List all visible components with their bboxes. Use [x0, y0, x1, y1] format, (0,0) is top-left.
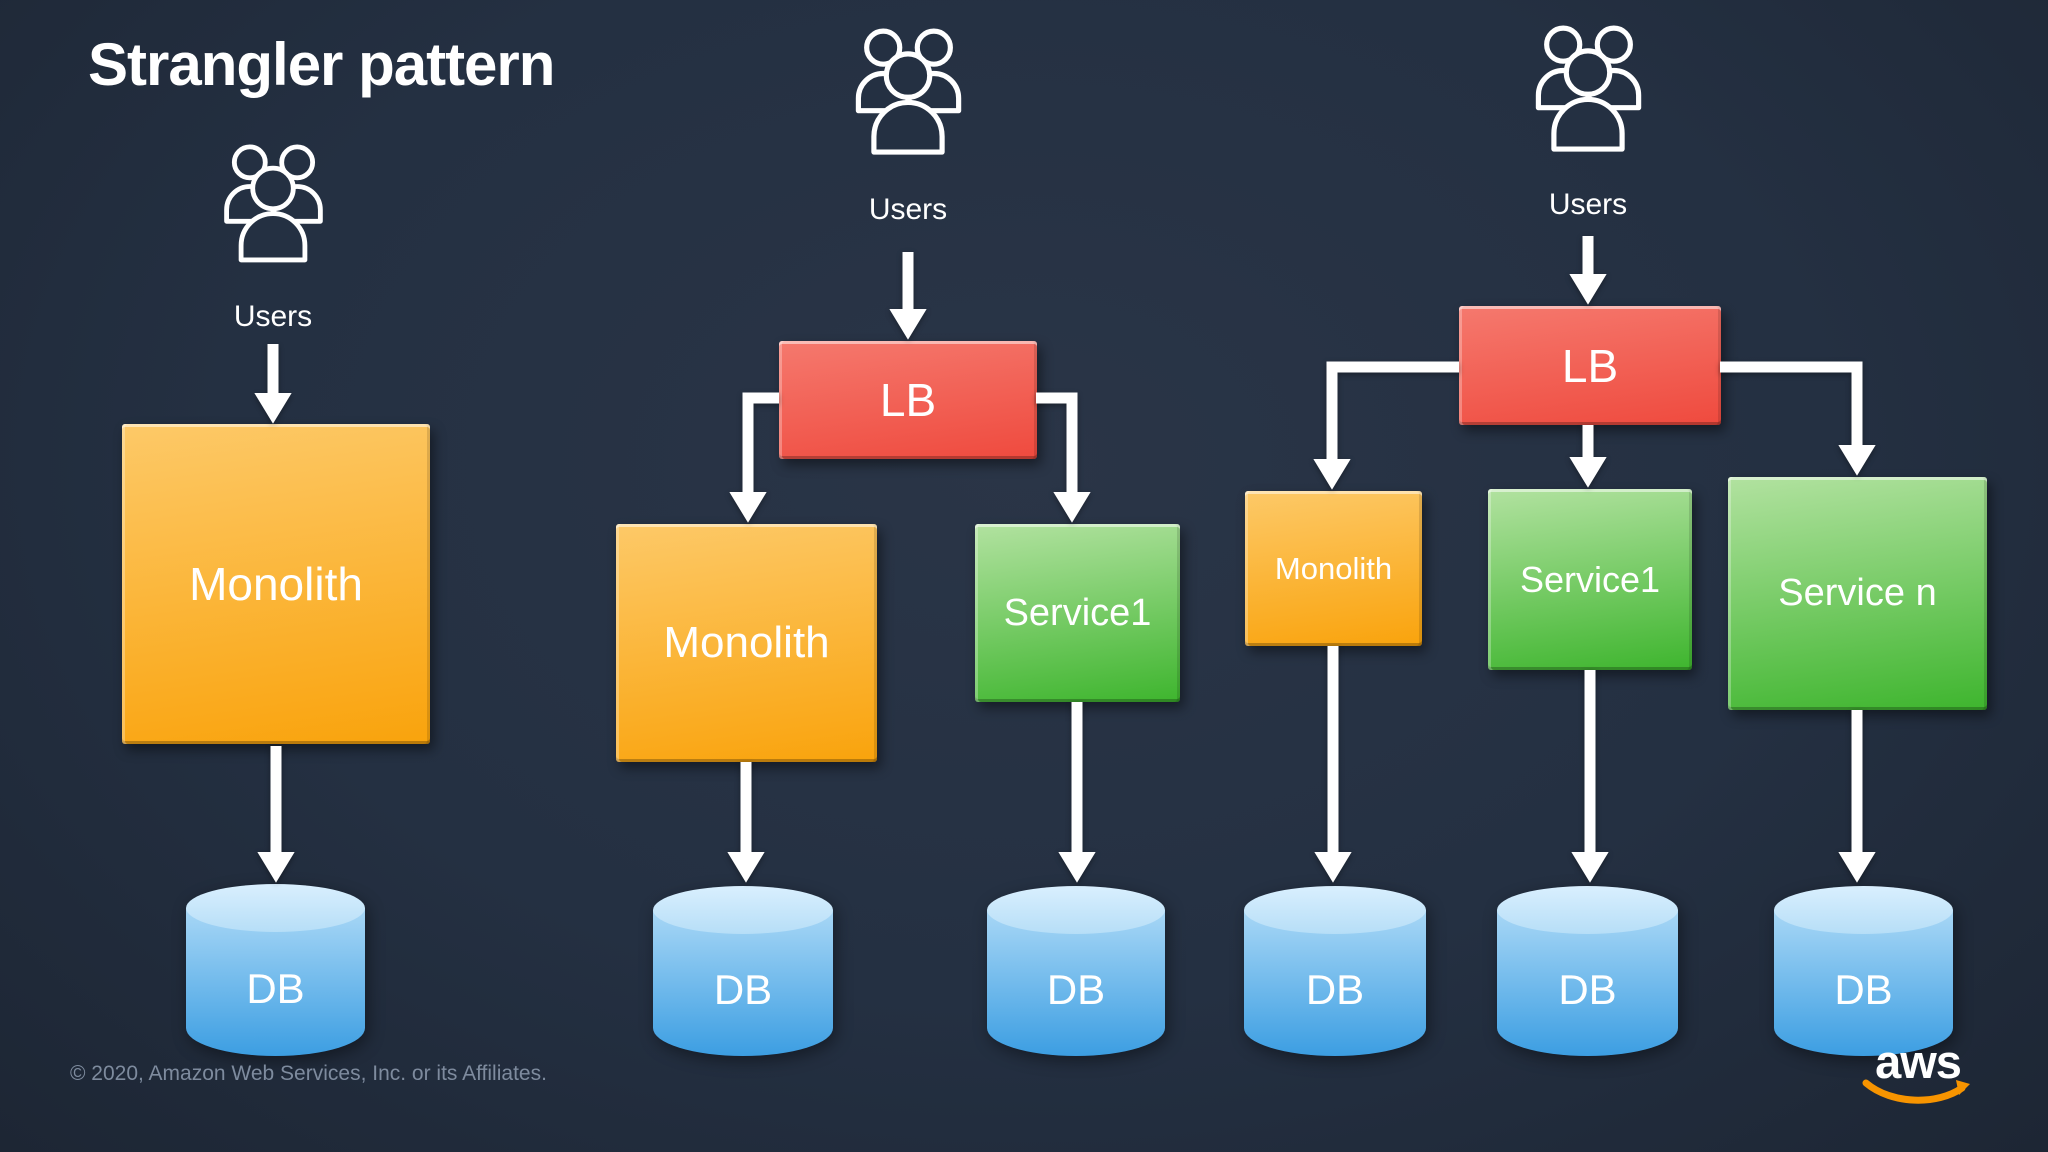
node-monolith-stage2: Monolith [616, 524, 877, 762]
node-label: Monolith [1274, 550, 1393, 586]
node-label: LB [1561, 339, 1619, 392]
arrow-lb-to-monolith-s2 [729, 392, 779, 523]
node-label: LB [879, 374, 937, 426]
arrow-lb-to-service1-s2 [1036, 392, 1091, 523]
db-label: DB [1834, 966, 1893, 1013]
aws-logo: aws [1860, 1038, 1976, 1114]
arrow-lb-to-servicen-s3 [1720, 361, 1876, 476]
aws-logo-text: aws [1875, 1035, 1962, 1088]
db-cylinder-body: DB [987, 910, 1165, 1056]
node-lb-stage2: LB [779, 341, 1037, 459]
db-label: DB [1305, 966, 1365, 1013]
aws-smile-icon [1862, 1079, 1970, 1104]
db-cylinder-stage1: DB [186, 884, 365, 1056]
node-monolith-stage3: Monolith [1245, 491, 1422, 646]
node-label: Monolith [663, 618, 830, 667]
db-cylinder-top [1497, 886, 1678, 934]
node-service1-stage3: Service1 [1488, 489, 1692, 670]
node-label: Service n [1778, 572, 1937, 614]
node-servicen-stage3: Service n [1728, 477, 1987, 710]
users-label: Users [1548, 188, 1628, 221]
db-cylinder-stage3-monolith: DB [1244, 886, 1426, 1056]
db-cylinder-body: DB [186, 908, 365, 1056]
arrow-lb-to-monolith-s3 [1313, 361, 1459, 490]
db-label: DB [1558, 966, 1617, 1013]
users-label: Users [233, 300, 313, 333]
users-label: Users [868, 193, 948, 226]
node-monolith-stage1: Monolith [122, 424, 430, 744]
db-cylinder-top [1244, 886, 1426, 934]
db-cylinder-body: DB [1497, 910, 1678, 1056]
node-label: Service1 [1003, 591, 1152, 634]
node-label: Service1 [1519, 558, 1661, 600]
db-cylinder-stage3-service1: DB [1497, 886, 1678, 1056]
db-cylinder-top [1774, 886, 1953, 934]
db-cylinder-stage2-service1: DB [987, 886, 1165, 1056]
db-cylinder-top [987, 886, 1165, 934]
db-cylinder-stage3-servicen: DB [1774, 886, 1953, 1056]
node-lb-stage3: LB [1459, 306, 1721, 425]
page-title: Strangler pattern [88, 31, 555, 98]
db-cylinder-body: DB [653, 910, 833, 1056]
db-cylinder-stage2-monolith: DB [653, 886, 833, 1056]
db-cylinder-top [186, 884, 365, 932]
db-label: DB [713, 966, 773, 1013]
db-label: DB [246, 965, 305, 1012]
node-label: Monolith [189, 558, 363, 610]
db-cylinder-top [653, 886, 833, 934]
db-cylinder-body: DB [1244, 910, 1426, 1056]
db-label: DB [1046, 966, 1106, 1013]
node-service1-stage2: Service1 [975, 524, 1180, 702]
db-cylinder-body: DB [1774, 910, 1953, 1056]
copyright-text: © 2020, Amazon Web Services, Inc. or its… [70, 1062, 547, 1085]
